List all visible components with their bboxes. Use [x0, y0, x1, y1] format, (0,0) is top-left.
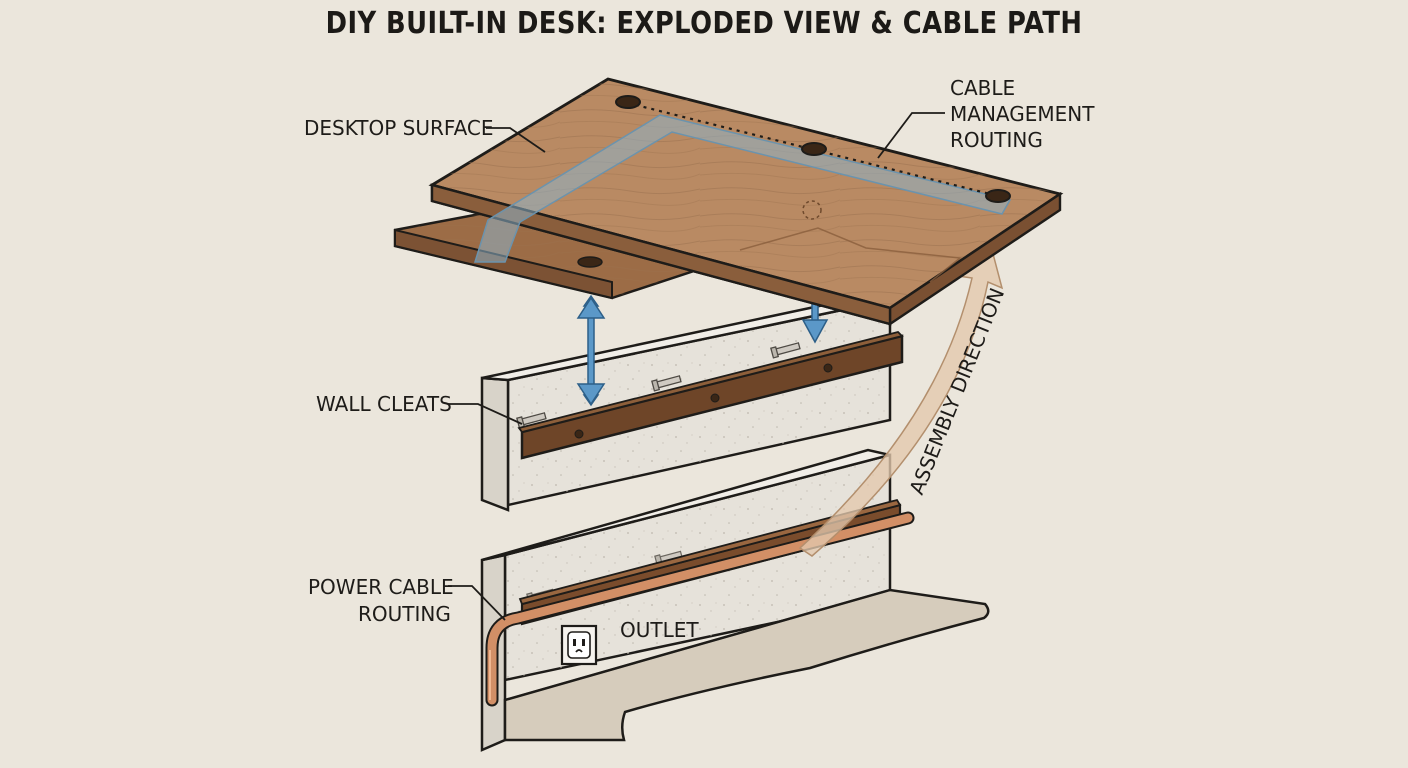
label-outlet: OUTLET [620, 618, 699, 642]
cable-channel [473, 101, 1012, 263]
label-assembly-direction: ASSEMBLY DIRECTION [904, 285, 1009, 498]
label-power-cable-2: ROUTING [358, 602, 451, 626]
diagram-title: DIY BUILT-IN DESK: EXPLODED VIEW & CABLE… [325, 6, 1083, 41]
desktop-surface [428, 77, 1064, 327]
label-cable-management-1: CABLE [950, 76, 1015, 100]
floor-shelf [503, 588, 990, 742]
outlet-icon [560, 624, 598, 666]
label-cable-management-3: ROUTING [950, 128, 1043, 152]
blue-assembly-arrow-left [576, 294, 606, 407]
assembly-direction-arrow [798, 248, 1004, 557]
label-power-cable-1: POWER CABLE [308, 575, 454, 599]
power-cable [485, 511, 915, 707]
grommet-holes [615, 95, 1011, 203]
upper-wall-cleat [517, 331, 904, 460]
label-desktop-surface: DESKTOP SURFACE [304, 116, 494, 140]
label-wall-cleats: WALL CLEATS [316, 392, 452, 416]
leader-lines [448, 112, 945, 621]
label-cable-management-2: MANAGEMENT [950, 102, 1095, 126]
